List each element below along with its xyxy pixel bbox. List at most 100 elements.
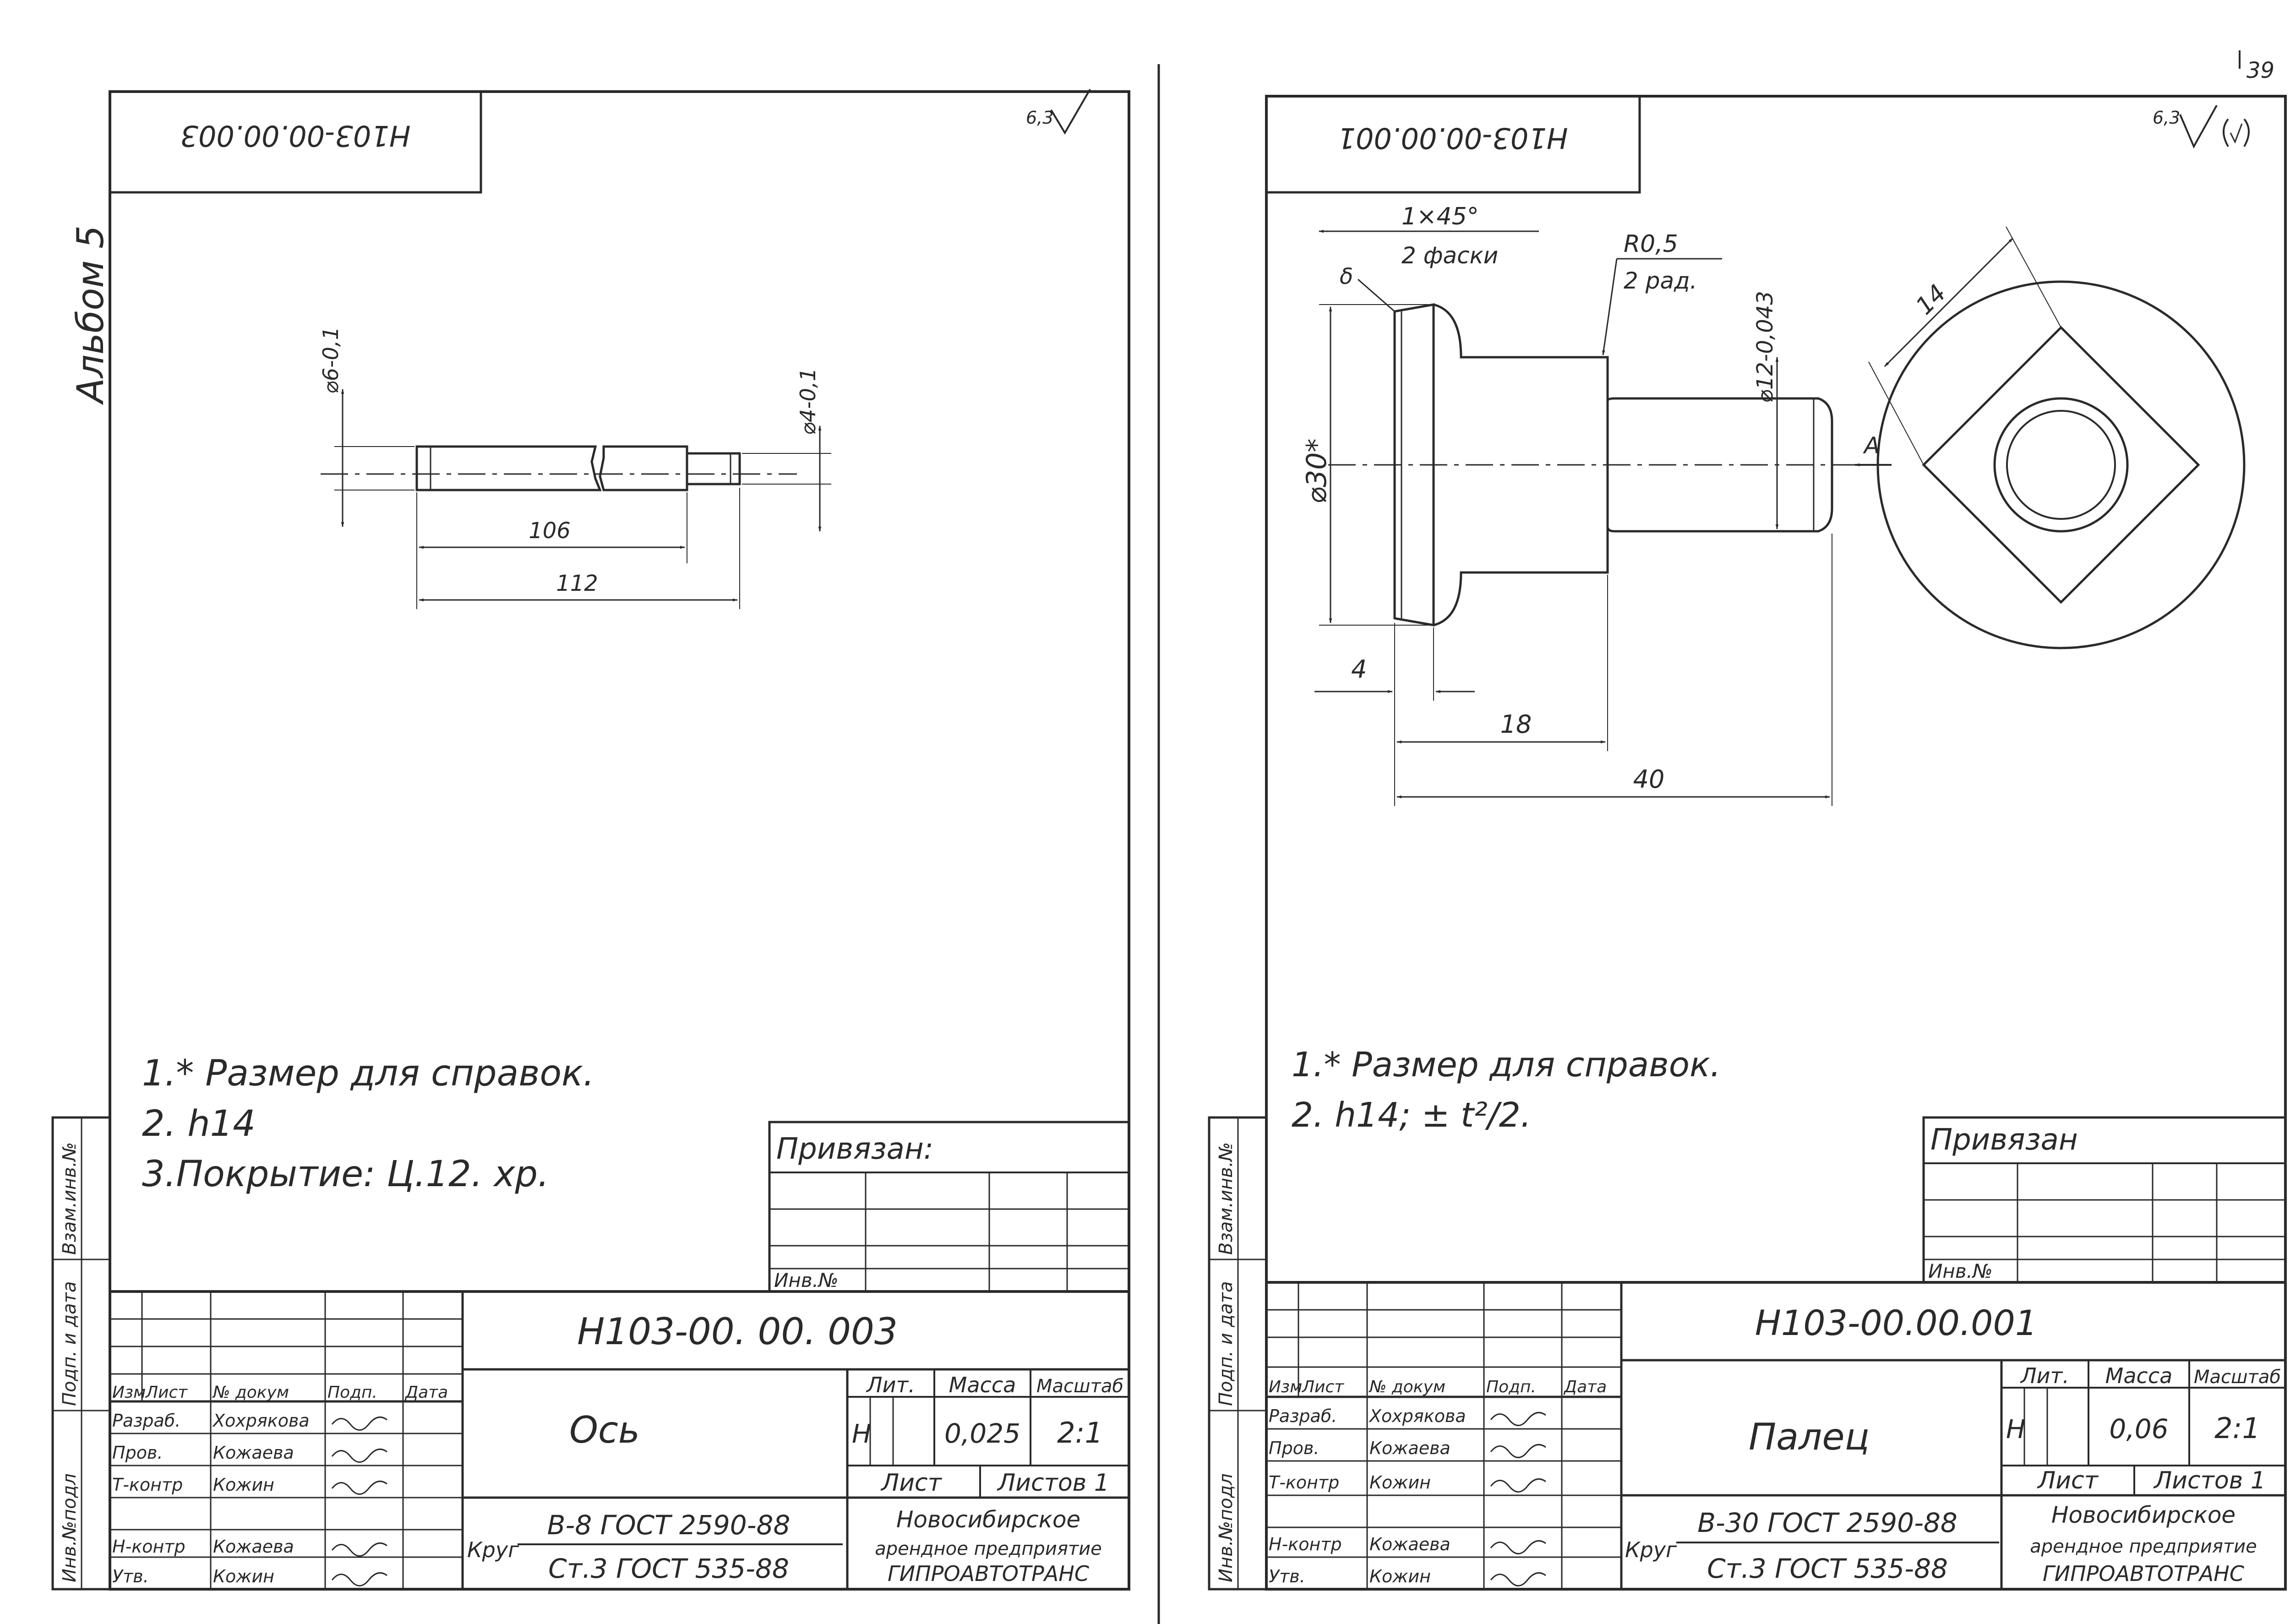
right-roughness-bracket-icon <box>2223 118 2250 147</box>
tb-head-doc: № докум <box>212 1383 289 1402</box>
left-note-3: 3.Покрытие: Ц.12. хр. <box>142 1154 549 1195</box>
dim-dia-shaft: ⌀12-0,043 <box>1752 291 1778 403</box>
tb-person: Кожаева <box>213 1537 294 1557</box>
axle-body-left <box>415 445 602 491</box>
signature <box>331 1416 387 1431</box>
tb-part-name: Ось <box>569 1409 640 1451</box>
tb-head-podp: Подп. <box>327 1383 377 1402</box>
tb-role: Утв. <box>112 1566 149 1586</box>
right-side-stamp: Взам.инв.№ Подп. и дата Инв.№подл <box>1208 1116 1268 1591</box>
right-note-2: 2. h14; ± t²/2. <box>1292 1095 1531 1135</box>
signature <box>1490 1540 1546 1554</box>
end-view-hole-inner <box>2006 410 2116 520</box>
tb-material-top: В-30 ГОСТ 2590-88 <box>1697 1507 1957 1538</box>
axle-body-right <box>599 445 688 491</box>
right-code-box <box>1266 96 1641 194</box>
right-rotated-code: Н103-00.00.001 <box>1338 121 1568 155</box>
tb-person: Кожаева <box>1369 1534 1450 1554</box>
tb-org-line2: арендное предприятие <box>875 1538 1102 1559</box>
binding-title: Привязан <box>1930 1123 2078 1157</box>
right-roughness-value: 6,3 <box>2153 108 2180 128</box>
end-view-square <box>1922 326 2200 604</box>
tb-lit-value: Н <box>2006 1415 2025 1444</box>
signature <box>331 1480 387 1495</box>
dim-flat-line <box>1884 237 2014 367</box>
dim-flat-size: 14 <box>1911 279 1952 320</box>
pin-collar <box>1433 303 1609 627</box>
left-binding-box: Привязан: Инв.№ <box>768 1121 1130 1293</box>
tb-mass-label: Масса <box>2105 1363 2173 1388</box>
tb-role: Т-контр <box>112 1475 183 1495</box>
side-podp-data: Подп. и дата <box>1216 1281 1237 1406</box>
tb-lit-label: Лит. <box>866 1373 915 1397</box>
tb-designation: Н103-00. 00. 003 <box>577 1310 898 1353</box>
tb-org-line3: ГИПРОАВТОТРАНС <box>2043 1561 2244 1586</box>
signature <box>1490 1411 1546 1426</box>
tb-head-izm: Изм <box>1269 1378 1302 1396</box>
tb-org-line3: ГИПРОАВТОТРАНС <box>888 1561 1089 1586</box>
left-title-block: Изм Лист № докум Подп. Дата Разраб. Хохр… <box>109 1290 1130 1591</box>
tb-person: Кожин <box>1369 1566 1431 1586</box>
tb-sheets-label: Листов 1 <box>2153 1467 2266 1494</box>
tb-role: Разраб. <box>112 1411 180 1431</box>
left-note-1: 1.* Размер для справок. <box>142 1053 594 1094</box>
tb-material-prefix: Круг <box>467 1537 519 1562</box>
side-inv-podl: Инв.№подл <box>1216 1473 1237 1582</box>
signature <box>1490 1478 1546 1493</box>
tb-sheets-label: Листов 1 <box>997 1469 1109 1497</box>
tb-role: Н-контр <box>112 1537 185 1557</box>
dim-dia-main: ⌀6-0,1 <box>318 327 343 394</box>
tb-org-line2: арендное предприятие <box>2030 1536 2257 1557</box>
tb-person: Хохрякова <box>1369 1406 1466 1426</box>
tb-sheet-label: Лист <box>880 1469 942 1497</box>
tb-sheet-label: Лист <box>2037 1467 2099 1494</box>
signature <box>1490 1444 1546 1458</box>
tb-head-podp: Подп. <box>1486 1378 1536 1396</box>
tb-head-data: Дата <box>404 1383 448 1402</box>
dim-delta-label: δ <box>1340 264 1353 289</box>
tb-head-list: Лист <box>1301 1378 1344 1396</box>
tb-org-line1: Новосибирское <box>2051 1502 2235 1528</box>
tb-person: Кожаева <box>1369 1438 1450 1458</box>
tb-lit-value: Н <box>852 1419 871 1449</box>
dim-len-total: 112 <box>556 571 598 596</box>
dim-radius-bottom: 2 рад. <box>1624 267 1697 294</box>
tb-role: Пров. <box>112 1443 163 1463</box>
right-note-1: 1.* Размер для справок. <box>1292 1045 1721 1084</box>
dim-chamfer-bottom: 2 фаски <box>1401 242 1498 269</box>
left-note-2: 2. h14 <box>142 1103 256 1144</box>
signature <box>331 1572 387 1586</box>
signature <box>331 1542 387 1557</box>
tb-role: Утв. <box>1269 1566 1305 1586</box>
tb-person: Кожин <box>213 1475 274 1495</box>
tb-material-bottom: Ст.3 ГОСТ 535-88 <box>548 1553 789 1584</box>
view-label: А <box>1863 432 1880 459</box>
tb-role: Пров. <box>1269 1438 1319 1458</box>
tb-mass-label: Масса <box>949 1373 1016 1397</box>
tb-person: Кожин <box>213 1566 274 1586</box>
axle-drawing: ⌀6-0,1 ⌀4-0,1 106 112 <box>318 327 831 609</box>
tb-head-doc: № докум <box>1369 1378 1445 1396</box>
tb-role: Т-контр <box>1269 1472 1339 1493</box>
dim-dia-step: ⌀4-0,1 <box>796 368 820 435</box>
side-vzam-inv: Взам.инв.№ <box>59 1142 80 1255</box>
tb-material-prefix: Круг <box>1625 1537 1677 1562</box>
pin-shaft <box>1606 397 1833 533</box>
dim-dia-head: ⌀30* <box>1301 439 1333 504</box>
dim-len-inner: 106 <box>529 518 571 544</box>
tb-person: Хохрякова <box>212 1411 310 1431</box>
page-number: 39 <box>2246 58 2274 83</box>
dim-chamfer-top: 1×45° <box>1401 203 1479 230</box>
binding-title: Привязан: <box>776 1132 933 1166</box>
right-binding-box: Привязан Инв.№ <box>1922 1116 2287 1284</box>
tb-mass-value: 0,06 <box>2109 1413 2168 1444</box>
tb-material-bottom: Ст.3 ГОСТ 535-88 <box>1707 1553 1948 1584</box>
tb-lit-label: Лит. <box>2020 1363 2069 1388</box>
tb-person: Кожин <box>1369 1472 1431 1493</box>
side-inv-podl: Инв.№подл <box>59 1473 80 1582</box>
side-vzam-inv: Взам.инв.№ <box>1216 1142 1237 1255</box>
tb-mass-value: 0,025 <box>944 1418 1020 1449</box>
tb-role: Н-контр <box>1269 1534 1342 1554</box>
dim-len-head: 4 <box>1351 655 1367 684</box>
chamfer-leader-tail <box>1358 278 1395 312</box>
